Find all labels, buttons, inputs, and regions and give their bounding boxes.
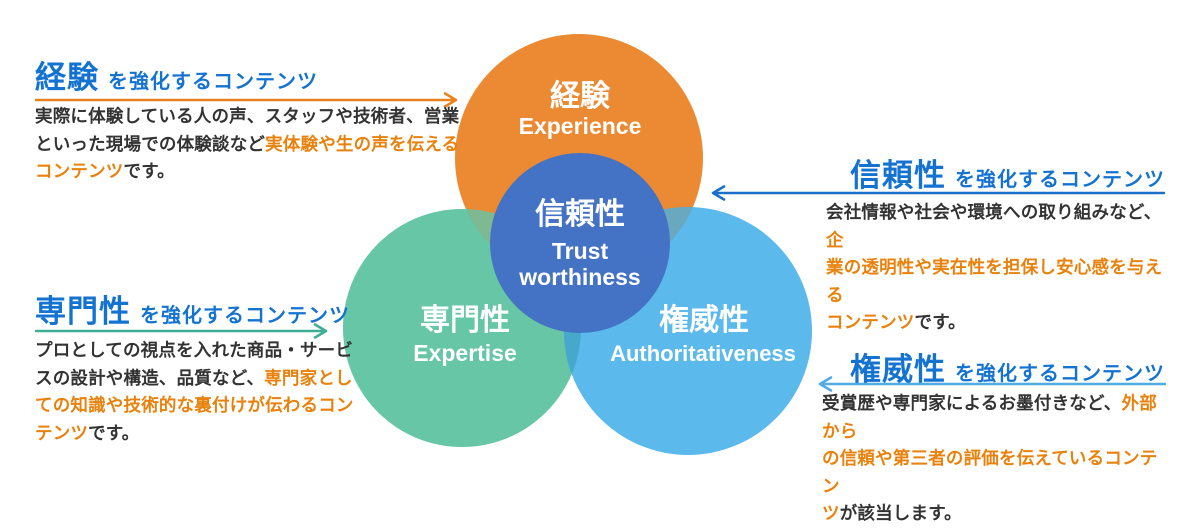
eeat-diagram: 経験 Experience 信頼性 Trust worthiness 専門性 E… xyxy=(35,34,1171,523)
experience-callout-heading: 経験 を強化するコンテンツ xyxy=(35,52,318,97)
trustworthiness-callout-suffix: を強化するコンテンツ xyxy=(955,169,1165,191)
expertise-arrow-right-icon xyxy=(35,323,328,339)
experience-callout-body: 実際に体験している人の声、スタッフや技術者、営業 といった現場での体験談など実体… xyxy=(35,103,505,186)
trustworthiness-circle xyxy=(490,153,670,333)
trustworthiness-label-jp: 信頼性 xyxy=(535,198,625,231)
body-segment: 実体験や生の声を伝える コンテンツ xyxy=(35,133,460,182)
body-segment: プロとしての視点を入れた商品・サービ スの設計や構造、品質など、 xyxy=(35,340,354,388)
experience-arrow-right-icon xyxy=(35,92,458,108)
expertise-authoritativeness-overlap xyxy=(564,209,581,447)
trustworthiness-label-en: Trust worthiness xyxy=(519,238,641,290)
trustworthiness-callout-term: 信頼性 xyxy=(850,158,946,193)
trustworthiness-callout-body: 会社情報や社会や環境への取り組みなど、企 業の透明性や実在性を担保し安心感を与え… xyxy=(826,199,1171,337)
expertise-callout-suffix: を強化するコンテンツ xyxy=(140,305,350,327)
body-segment: 実際に体験している人の声、スタッフや技術者、営業 といった現場での体験談など xyxy=(35,106,460,154)
body-segment: 会社情報や社会や環境への取り組みなど、 xyxy=(826,202,1162,222)
authoritativeness-callout-heading: 権威性 を強化するコンテンツ xyxy=(850,344,1165,389)
authoritativeness-circle xyxy=(564,207,812,455)
body-segment: 受賞歴や専門家によるお墨付きなど、 xyxy=(822,393,1122,413)
expertise-label-jp: 専門性 xyxy=(420,304,510,337)
body-segment: 専門家とし ての知識や技術的な裏付けが伝わるコン テンツ xyxy=(35,367,354,443)
body-segment: 企 業の透明性や実在性を担保し安心感を与える コンテンツ xyxy=(826,229,1163,333)
expertise-callout-term: 専門性 xyxy=(35,294,131,329)
trustworthiness-callout-heading: 信頼性 を強化するコンテンツ xyxy=(850,150,1165,195)
body-segment: が該当します。 xyxy=(839,503,962,523)
authoritativeness-callout-term: 権威性 xyxy=(850,352,946,387)
authoritativeness-arrow-left-icon xyxy=(818,376,1166,392)
body-segment: です。 xyxy=(123,161,175,181)
authoritativeness-callout-body: 受賞歴や専門家によるお墨付きなど、外部から の信頼や第三者の評価を伝えているコン… xyxy=(822,390,1172,528)
experience-callout-term: 経験 xyxy=(35,60,99,95)
expertise-callout-body: プロとしての視点を入れた商品・サービ スの設計や構造、品質など、専門家とし ての… xyxy=(35,337,395,447)
authoritativeness-callout-suffix: を強化するコンテンツ xyxy=(955,363,1165,385)
experience-authoritativeness-overlap xyxy=(564,207,703,282)
body-segment: です。 xyxy=(88,422,140,443)
experience-label-en: Experience xyxy=(518,113,642,139)
authoritativeness-label-en: Authoritativeness xyxy=(610,341,796,366)
trustworthiness-arrow-left-icon xyxy=(711,185,1165,201)
experience-callout-suffix: を強化するコンテンツ xyxy=(108,71,318,93)
body-segment: 外部から の信頼や第三者の評価を伝えているコンテン ツ xyxy=(822,393,1158,523)
body-segment: です。 xyxy=(914,312,966,332)
experience-label-jp: 経験 xyxy=(550,80,610,113)
expertise-callout-heading: 専門性 を強化するコンテンツ xyxy=(35,286,350,331)
expertise-label-en: Expertise xyxy=(413,340,517,366)
authoritativeness-label-jp: 権威性 xyxy=(659,304,749,337)
